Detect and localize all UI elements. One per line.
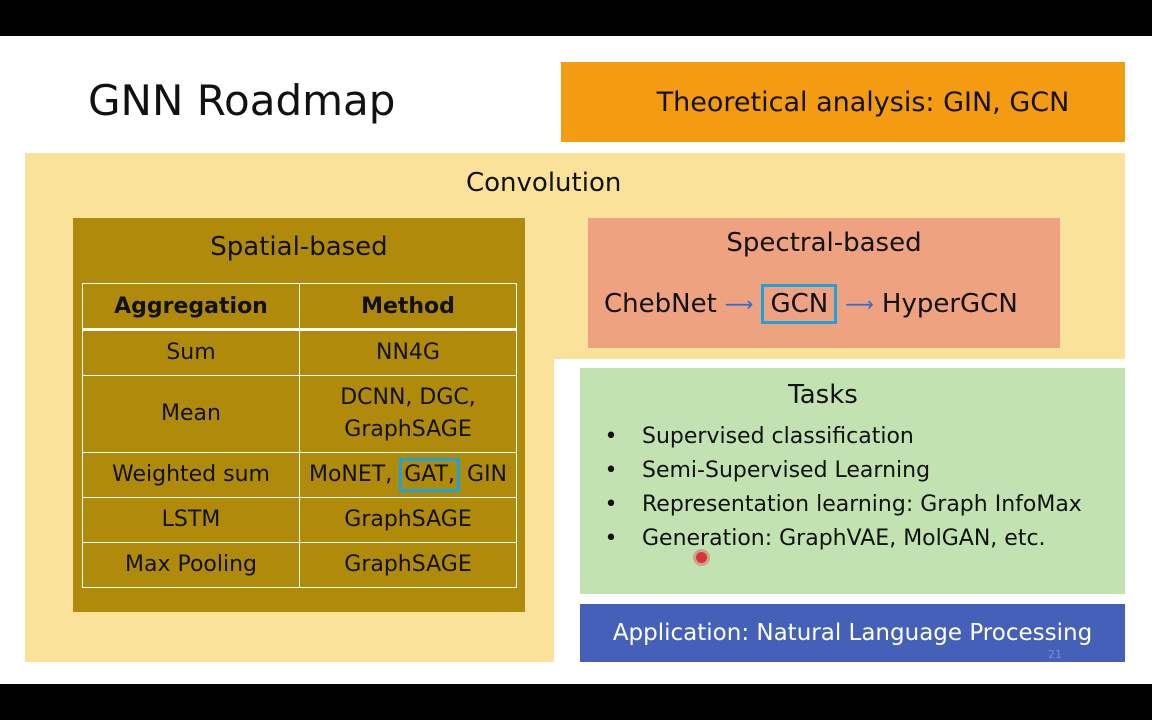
agg-cell: Max Pooling xyxy=(82,542,300,588)
bullet-icon: • xyxy=(604,492,618,517)
method-text: MoNET, xyxy=(308,462,400,487)
table-row: Mean DCNN, DGC, GraphSAGE xyxy=(82,375,517,453)
list-item: • Semi-Supervised Learning xyxy=(580,456,1082,490)
tasks-title: Tasks xyxy=(788,380,858,410)
method-line: GraphSAGE xyxy=(344,417,472,442)
arrow-right-icon: ⟶ xyxy=(845,292,874,316)
table-row: Sum NN4G xyxy=(82,329,517,376)
tasks-list: • Supervised classification • Semi-Supervi… xyxy=(580,422,1082,558)
table-row: Max Pooling GraphSAGE xyxy=(82,542,517,588)
page-number: 21 xyxy=(1048,648,1062,661)
spectral-based-box: Spectral-based ChebNet ⟶ GCN ⟶ HyperGCN xyxy=(588,218,1060,348)
table-header-row: Aggregation Method xyxy=(82,283,517,331)
convolution-label: Convolution xyxy=(466,168,622,198)
list-item: • Representation learning: Graph InfoMax xyxy=(580,490,1082,524)
method-line: DCNN, DGC, xyxy=(340,385,476,410)
header-method: Method xyxy=(299,283,517,331)
slide: GNN Roadmap Theoretical analysis: GIN, G… xyxy=(0,36,1152,684)
method-cell: GraphSAGE xyxy=(299,542,517,588)
agg-cell: Mean xyxy=(82,375,300,453)
method-cell: NN4G xyxy=(299,329,517,376)
list-item: • Generation: GraphVAE, MolGAN, etc. xyxy=(580,524,1082,558)
method-cell: MoNET, GAT, GIN xyxy=(299,452,517,498)
laser-pointer-icon xyxy=(696,552,707,563)
spectral-based-title: Spectral-based xyxy=(726,228,922,258)
method-cell: GraphSAGE xyxy=(299,497,517,543)
aggregation-table: Aggregation Method Sum NN4G Mean DCNN, D… xyxy=(82,283,517,588)
table-row: LSTM GraphSAGE xyxy=(82,497,517,543)
application-label: Application: Natural Language Processing xyxy=(612,620,1093,646)
spatial-based-box: Spatial-based Aggregation Method Sum NN4… xyxy=(73,218,525,612)
spectral-chain: ChebNet ⟶ GCN ⟶ HyperGCN xyxy=(604,280,1054,328)
task-text: Supervised classification xyxy=(642,424,914,449)
gcn-highlight: GCN xyxy=(761,284,838,324)
slide-title: GNN Roadmap xyxy=(88,76,396,125)
arrow-right-icon: ⟶ xyxy=(724,292,754,316)
theoretical-analysis-label: Theoretical analysis: GIN, GCN xyxy=(656,86,1070,118)
method-text: GIN xyxy=(460,462,508,487)
task-text: Representation learning: Graph InfoMax xyxy=(642,492,1082,517)
spatial-based-title: Spatial-based xyxy=(210,232,388,262)
list-item: • Supervised classification xyxy=(580,422,1082,456)
tasks-box: Tasks • Supervised classification • Semi-S… xyxy=(580,368,1125,594)
method-cell: DCNN, DGC, GraphSAGE xyxy=(299,375,517,453)
agg-cell: Sum xyxy=(82,329,300,376)
application-box: Application: Natural Language Processing xyxy=(580,604,1125,662)
header-aggregation: Aggregation xyxy=(82,283,300,331)
bullet-icon: • xyxy=(604,526,618,551)
hypergcn-label: HyperGCN xyxy=(881,289,1018,319)
gat-highlight: GAT, xyxy=(399,458,461,492)
task-text: Semi-Supervised Learning xyxy=(642,458,931,483)
agg-cell: LSTM xyxy=(82,497,300,543)
bullet-icon: • xyxy=(604,458,618,483)
bullet-icon: • xyxy=(604,424,618,449)
theoretical-analysis-box: Theoretical analysis: GIN, GCN xyxy=(561,62,1125,142)
table-row: Weighted sum MoNET, GAT, GIN xyxy=(82,452,517,498)
chebnet-label: ChebNet xyxy=(604,289,717,319)
agg-cell: Weighted sum xyxy=(82,452,300,498)
task-text: Generation: GraphVAE, MolGAN, etc. xyxy=(642,526,1046,551)
